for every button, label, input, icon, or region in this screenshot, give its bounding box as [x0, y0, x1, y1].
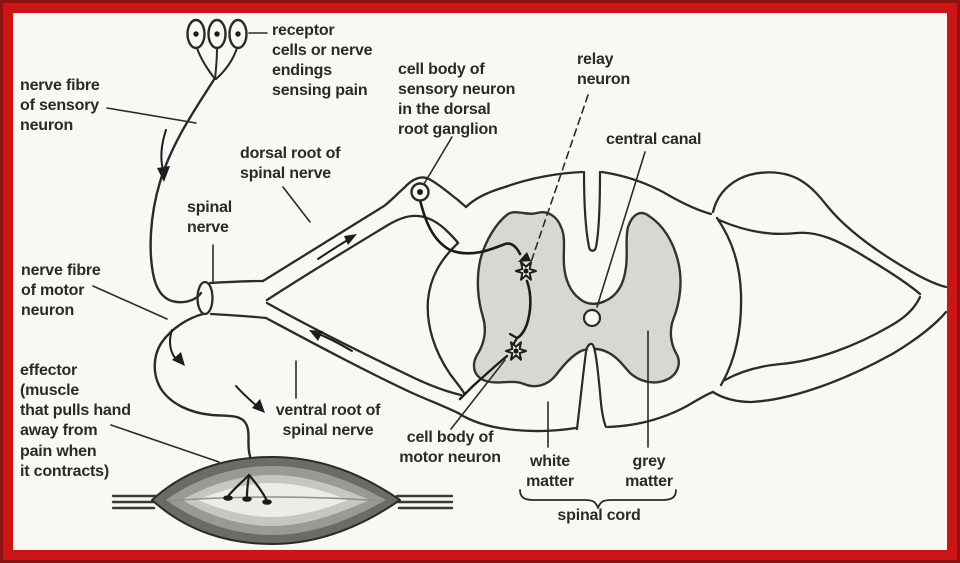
label-spinal-nerve: spinal nerve	[187, 199, 233, 237]
label-spinal-cord: spinal cord	[557, 507, 641, 524]
label-cell-body-sensory: cell body of sensory neuron in the dorsa…	[398, 61, 516, 139]
motor-end-plates	[223, 473, 272, 505]
label-dorsal-root: dorsal root of spinal nerve	[240, 145, 341, 183]
label-motor-nerve-fibre: nerve fibre of motor neuron	[21, 262, 101, 320]
leader-lines	[92, 32, 649, 463]
sensory-fibre-leader	[106, 107, 197, 124]
motor-nerve-fibre-path	[153, 312, 253, 477]
label-grey-matter: grey matter	[625, 453, 673, 491]
receptor-cells-icon	[186, 18, 248, 80]
central-canal-circle	[582, 308, 602, 328]
direction-arrows	[157, 129, 357, 413]
label-central-canal: central canal	[606, 131, 702, 148]
dorsal-fissure	[582, 170, 602, 252]
relay-neuron-leader	[530, 94, 589, 263]
central-canal-leader	[596, 151, 646, 308]
spinal-nerve-junction	[196, 279, 268, 320]
label-cell-body-motor: cell body of motor neuron	[399, 429, 501, 467]
sensory-neuron-in-cord	[418, 198, 531, 262]
spinal-cord-cross-section	[261, 170, 948, 433]
cell-body-motor-leader	[450, 359, 506, 430]
dorsal-root-leader	[282, 186, 311, 223]
label-white-matter: white matter	[526, 453, 574, 491]
motor-fibre-leader	[92, 285, 168, 320]
sensory-nerve-fibre-path	[149, 76, 217, 304]
label-effector: effector (muscle that pulls hand away fr…	[20, 362, 131, 480]
spinal-cord-brace	[519, 489, 677, 509]
motor-neuron-cell-body-icon	[505, 341, 527, 361]
effector-muscle-icon	[111, 456, 454, 545]
label-sensory-nerve-fibre: nerve fibre of sensory neuron	[20, 77, 100, 135]
effector-leader	[110, 424, 220, 463]
spinal-nerve-cut-end	[196, 280, 214, 316]
ventral-fissure	[575, 342, 608, 431]
dorsal-root-ganglion-icon	[410, 182, 430, 202]
label-ventral-root: ventral root of spinal nerve	[275, 402, 381, 440]
motor-neuron-axon	[458, 354, 509, 401]
relay-neuron-icon	[515, 261, 537, 281]
label-receptor-cells: receptor cells or nerve endings sensing …	[272, 22, 373, 100]
label-relay-neuron: relay neuron	[577, 51, 631, 89]
impulse-arrowhead-into-relay	[518, 252, 531, 262]
cell-body-sensory-leader	[423, 136, 453, 185]
tendon-lines	[111, 494, 454, 510]
